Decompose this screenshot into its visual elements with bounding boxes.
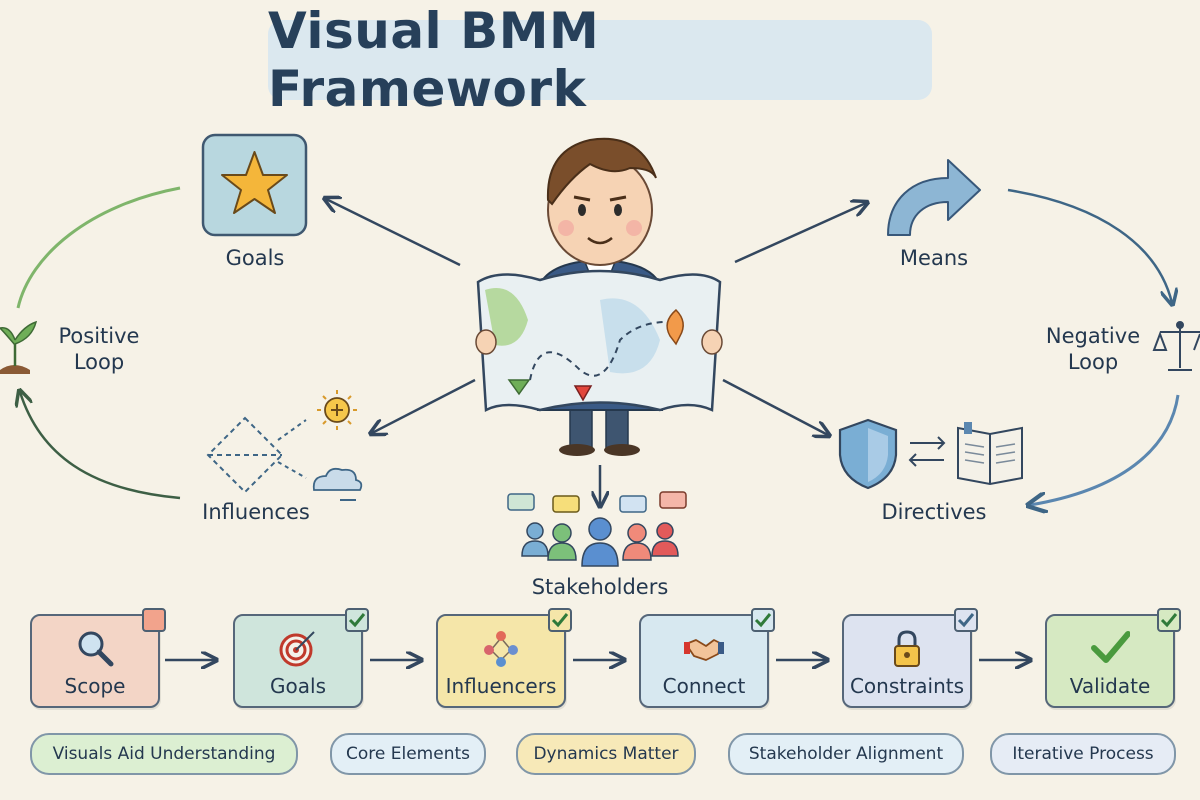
step-connect-label: Connect xyxy=(662,674,746,698)
goals-star-icon xyxy=(201,133,308,237)
stakeholders-label: Stakeholders xyxy=(531,575,669,599)
influences-icon-cluster xyxy=(206,390,363,501)
step-scope: Scope xyxy=(30,608,166,708)
positive-loop-label-line1: Positive xyxy=(58,324,140,348)
negative-loop-upper-arc xyxy=(1007,188,1172,303)
stakeholders-group-illustration xyxy=(507,491,687,567)
step-goals-check-icon xyxy=(345,608,369,632)
title-banner: Visual BMM Framework xyxy=(268,2,932,118)
influences-label: Influences xyxy=(202,500,310,524)
pill-visuals-aid-understanding: Visuals Aid Understanding xyxy=(30,733,298,775)
directives-shield-icon xyxy=(838,418,898,490)
arrow-to-means xyxy=(734,203,866,264)
arrow-to-goals xyxy=(326,199,461,267)
checkmark-icon xyxy=(1091,631,1130,663)
goals-label: Goals xyxy=(225,246,285,270)
negative-loop-label: Negative Loop xyxy=(1036,323,1150,375)
scale-icon xyxy=(1152,321,1200,371)
means-label: Means xyxy=(899,246,969,270)
step-scope-status-box xyxy=(142,608,166,632)
step-influencers: Influencers xyxy=(436,608,572,708)
pill-dynamics-matter: Dynamics Matter xyxy=(516,733,696,775)
step-goals: Goals xyxy=(233,608,369,708)
negative-loop-label-line1: Negative xyxy=(1045,324,1141,348)
means-curved-arrow-icon xyxy=(887,159,981,236)
step-scope-label: Scope xyxy=(64,674,126,698)
step-constraints-label: Constraints xyxy=(849,674,965,698)
businessman-with-map-illustration xyxy=(475,137,723,456)
handshake-icon xyxy=(684,639,724,661)
directives-swap-arrows-icon xyxy=(908,436,946,467)
pill-core-elements: Core Elements xyxy=(330,733,486,775)
positive-loop-lower-arc xyxy=(20,392,181,500)
arrow-to-directives xyxy=(722,378,828,435)
sprout-icon xyxy=(0,320,38,374)
arrow-to-influences xyxy=(372,378,476,433)
step-influencers-label: Influencers xyxy=(445,674,557,698)
step-goals-label: Goals xyxy=(270,674,326,698)
magnifier-icon xyxy=(78,631,114,667)
positive-loop-label-line2: Loop xyxy=(73,350,125,374)
pill-iterative-process: Iterative Process xyxy=(990,733,1176,775)
network-icon xyxy=(484,631,518,667)
positive-loop-label: Positive Loop xyxy=(44,323,154,375)
step-validate-check-icon xyxy=(1157,608,1181,632)
padlock-icon xyxy=(894,630,920,667)
step-constraints: Constraints xyxy=(842,608,978,708)
step-validate-label: Validate xyxy=(1069,674,1151,698)
step-connect-check-icon xyxy=(751,608,775,632)
negative-loop-label-line2: Loop xyxy=(1067,350,1119,374)
positive-loop-upper-arc xyxy=(16,186,181,309)
step-connect: Connect xyxy=(639,608,775,708)
target-icon xyxy=(279,631,315,667)
directives-book-icon xyxy=(957,422,1023,486)
negative-loop-lower-arc xyxy=(1030,394,1180,505)
page-title: Visual BMM Framework xyxy=(268,2,600,118)
directives-label: Directives xyxy=(881,500,987,524)
step-validate: Validate xyxy=(1045,608,1181,708)
step-influencers-check-icon xyxy=(548,608,572,632)
pill-stakeholder-alignment: Stakeholder Alignment xyxy=(728,733,964,775)
step-constraints-check-icon xyxy=(954,608,978,632)
